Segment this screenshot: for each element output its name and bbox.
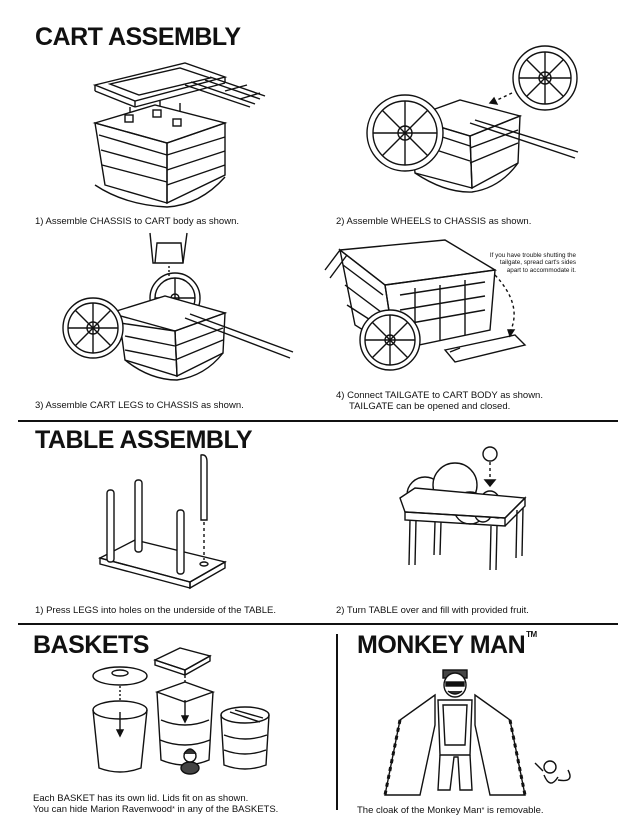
table-step-2-caption: 2) Turn TABLE over and fill with provide… — [336, 605, 529, 616]
baskets-heading: BASKETS — [33, 631, 149, 659]
cart-chassis-illustration — [92, 62, 266, 208]
monkey-man-trademark-mark: * — [481, 807, 485, 814]
monkey-man-caption-text-end: is removable. — [484, 805, 544, 816]
monkey-man-heading-text: MONKEY MAN — [357, 631, 526, 659]
cart-assembly-heading: CART ASSEMBLY — [35, 23, 241, 51]
baskets-caption-text-end: in any of the BASKETS. — [174, 804, 279, 815]
tailgate-tip-line-1: If you have trouble shutting the — [489, 252, 576, 259]
cart-step-2-caption: 2) Assemble WHEELS to CHASSIS as shown. — [336, 216, 532, 227]
table-step-1-caption: 1) Press LEGS into holes on the undersid… — [35, 605, 276, 616]
trademark-mark: TM — [526, 630, 537, 639]
monkey-man-heading: MONKEY MANTM — [357, 630, 537, 659]
section-divider-2 — [18, 623, 618, 625]
cart-step-4-caption-line-1: 4) Connect TAILGATE to CART BODY as show… — [336, 390, 543, 401]
monkey-man-illustration — [383, 669, 571, 796]
monkey-man-caption: The cloak of the Monkey Man* is removabl… — [357, 805, 544, 817]
vertical-divider — [336, 634, 338, 810]
cart-step-4-caption-line-2: TAILGATE can be opened and closed. — [349, 401, 511, 412]
cart-step-3-caption: 3) Assemble CART LEGS to CHASSIS as show… — [35, 400, 244, 411]
monkey-man-caption-text: The cloak of the Monkey Man — [357, 805, 482, 816]
cart-tailgate-illustration — [324, 239, 527, 371]
baskets-caption-line-1: Each BASKET has its own lid. Lids fit on… — [33, 793, 249, 804]
marion-trademark-mark: * — [172, 806, 175, 813]
table-legs-illustration — [98, 454, 227, 590]
tailgate-tip-note: If you have trouble shutting the tailgat… — [460, 252, 576, 274]
baskets-caption-line-2: You can hide Marion Ravenwood* in any of… — [33, 804, 278, 816]
section-divider-1 — [18, 420, 618, 422]
tailgate-tip-line-2: tailgate, spread cart's sides — [499, 259, 576, 267]
table-fruit-illustration — [399, 446, 527, 571]
cart-wheels-illustration — [366, 45, 579, 193]
baskets-illustration — [92, 647, 270, 775]
baskets-caption-text: You can hide Marion Ravenwood — [33, 804, 173, 815]
table-assembly-heading: TABLE ASSEMBLY — [35, 426, 253, 454]
cart-legs-illustration — [62, 232, 294, 381]
cart-step-1-caption: 1) Assemble CHASSIS to CART body as show… — [35, 216, 239, 227]
tailgate-tip-line-3: apart to accommodate it. — [506, 266, 576, 274]
